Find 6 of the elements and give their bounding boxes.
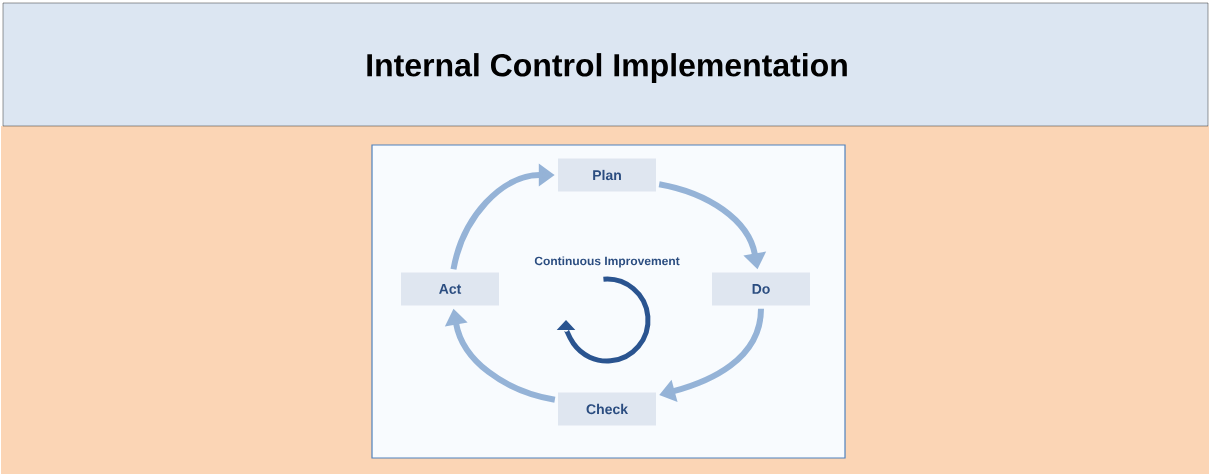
step-box: Do (712, 272, 810, 306)
title-banner: Internal Control Implementation (2, 2, 1209, 127)
step-box: Act (401, 272, 499, 306)
step-box: Plan (558, 158, 656, 192)
cycle-label: Continuous Improvement (534, 256, 680, 268)
step-box: Check (558, 392, 656, 426)
